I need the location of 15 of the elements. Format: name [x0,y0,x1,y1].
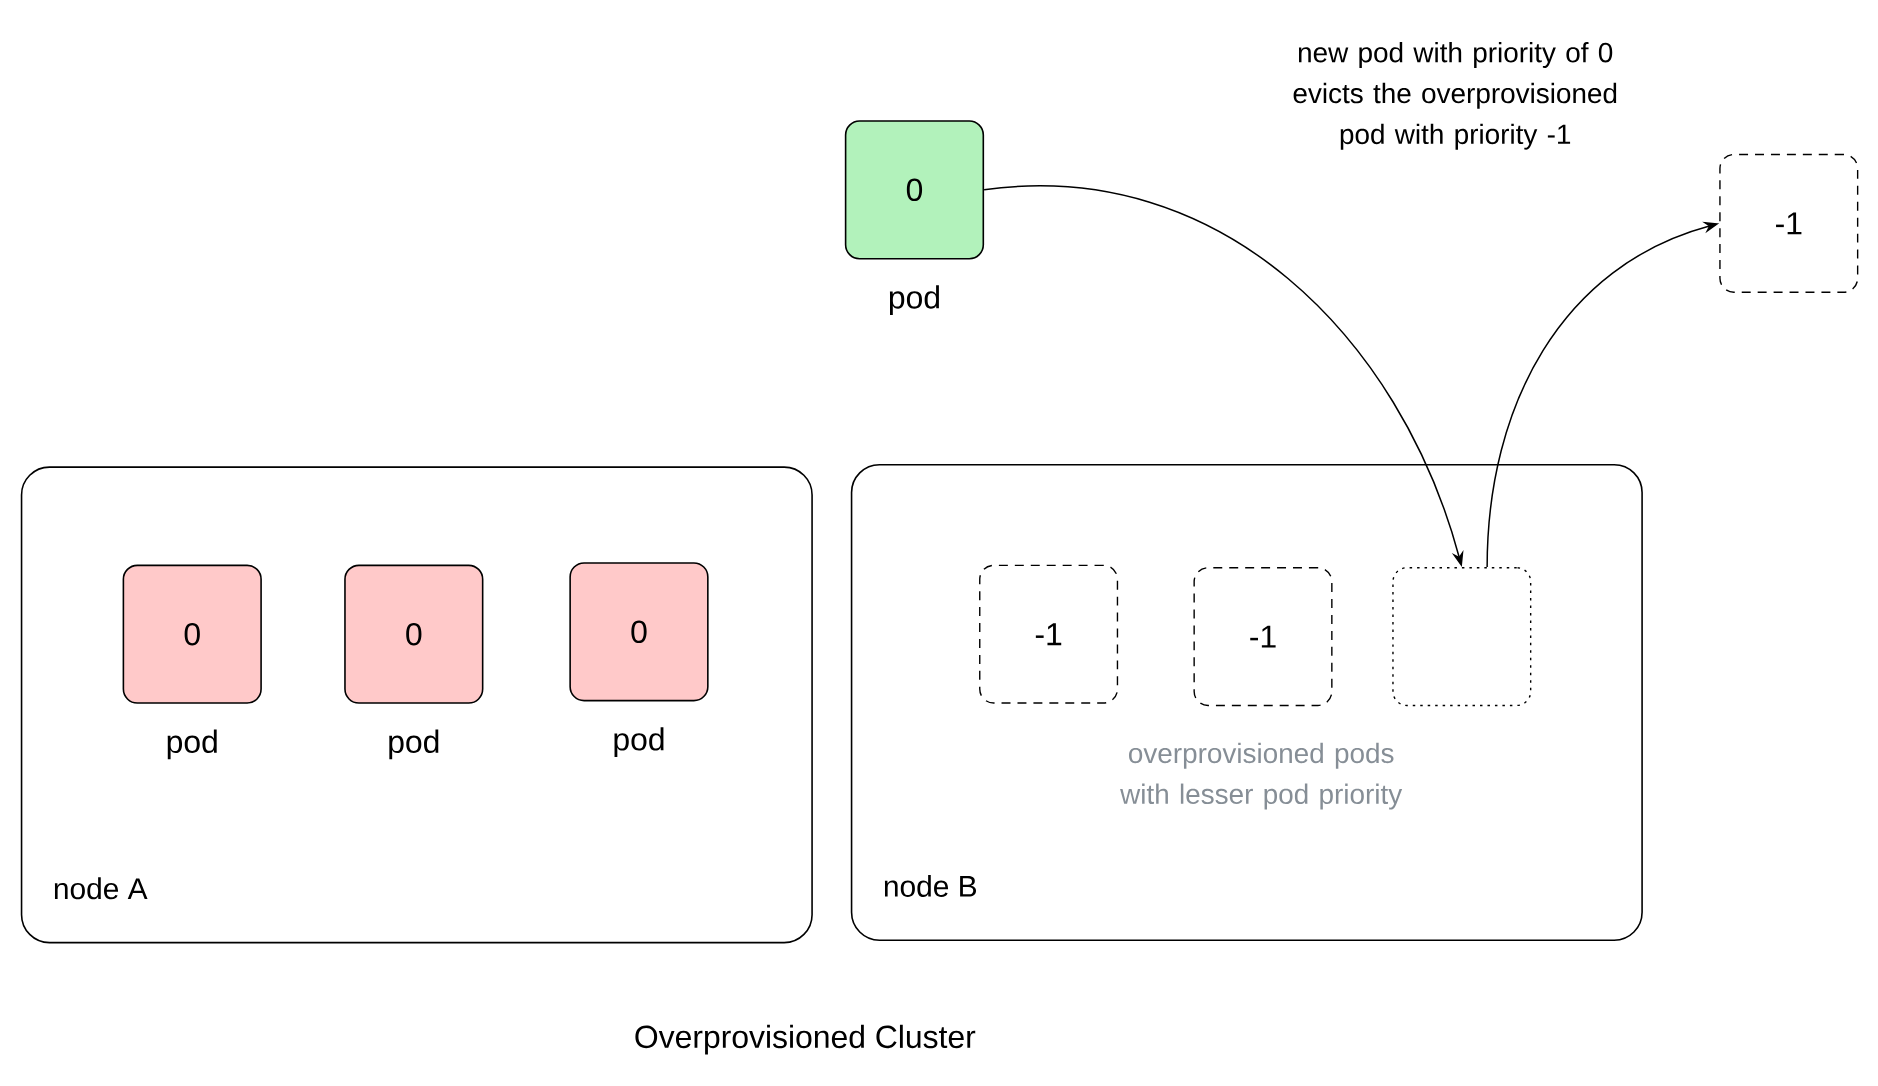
pod-box: -1 [1193,566,1333,706]
empty-slot-box [1392,566,1532,706]
pod-box: 0 [344,564,484,704]
pod-box: -1 [979,564,1119,704]
pod-box: 0 [569,562,709,702]
annotation-text: overprovisioned pods with lesser pod priority [1120,742,1403,810]
caption: Overprovisioned Cluster [635,1024,976,1055]
pod-label: pod [167,729,217,760]
pod-label: pod [614,727,664,757]
annotation-text: new pod with priority of 0 evicts the overprovisioned pod with priority -1 [1293,41,1617,150]
pod-box: -1 [1719,153,1859,293]
pod-label: pod [889,285,939,315]
pod-label: pod [389,729,439,760]
pod-box: 0 [844,120,985,260]
pod-box: 0 [122,564,262,704]
